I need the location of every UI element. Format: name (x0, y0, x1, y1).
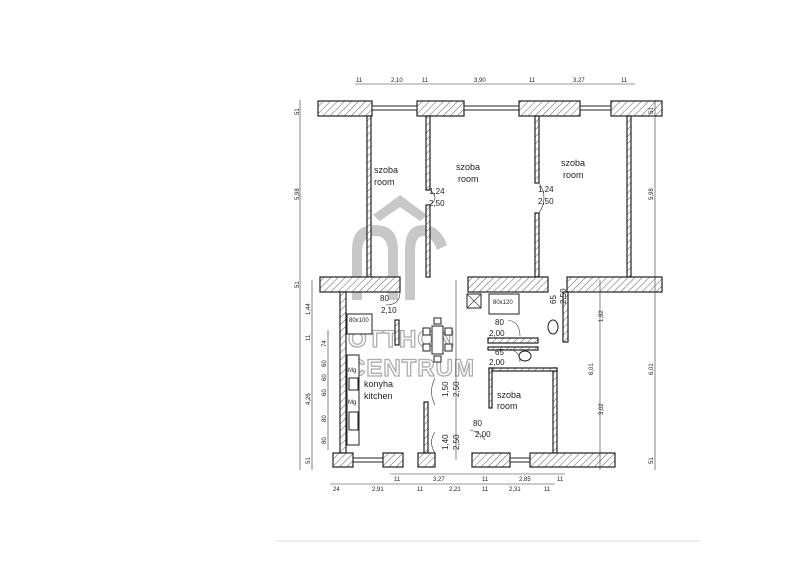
dimension-label: 2,00 (489, 358, 505, 367)
dimension-label: 60 (322, 360, 328, 367)
dimension-label: 11 (529, 78, 536, 84)
room-name-en: room (563, 170, 584, 180)
dimension-lines (299, 83, 656, 485)
door-dimensions: 1,242,50 1,242,50 802,10 802,00 652,00 8… (380, 185, 568, 450)
shower-tray (346, 313, 373, 335)
dimension-label: 2,85 (519, 477, 531, 483)
dimension-label: 11 (306, 334, 312, 341)
room-name-en: kitchen (364, 391, 393, 401)
shower-label: 80x100 (349, 318, 369, 324)
room-labels: szoba room szoba room szoba room konyha … (364, 158, 585, 411)
dimension-label: 5,98 (295, 188, 301, 200)
dimension-label: 3,02 (599, 403, 605, 415)
room-name: szoba (561, 158, 585, 168)
top-wall (317, 100, 663, 117)
room-name: szoba (456, 162, 480, 172)
middle-wall (319, 276, 663, 293)
dimension-label: 11 (482, 487, 489, 493)
dimension-label: 2,50 (429, 199, 445, 208)
toilet (547, 319, 559, 335)
dimension-label: 80 (473, 419, 482, 428)
dimension-label: 60 (322, 374, 328, 381)
dimension-label: 2,50 (538, 197, 554, 206)
dimension-label: 3,27 (573, 78, 585, 84)
dimension-label: 2,00 (489, 329, 505, 338)
dimension-label: 11 (621, 78, 628, 84)
dimension-label: 51 (306, 457, 312, 464)
room-name: szoba (374, 165, 398, 175)
dimension-label: 51 (649, 107, 655, 114)
dimension-label: 1,24 (538, 185, 554, 194)
mg-label-2: Mg (348, 400, 356, 406)
dimension-label: 2,50 (559, 288, 568, 304)
dimension-label: 80 (495, 318, 504, 327)
dimension-label: 65 (549, 295, 558, 304)
dimension-label: 2,31 (509, 487, 521, 493)
watermark-line2: CENTRUM (348, 355, 475, 382)
room-name-en: room (374, 177, 395, 187)
dimension-label: 11 (557, 477, 564, 483)
dimension-label: 4,26 (306, 393, 312, 405)
dimension-label: 3,27 (433, 477, 445, 483)
dimension-label: 1,40 (441, 434, 450, 450)
bath-label: 80x120 (493, 300, 513, 306)
dimension-label: 3,90 (474, 78, 486, 84)
dimension-label: 2,10 (381, 306, 397, 315)
dimension-label: 11 (356, 78, 363, 84)
dimension-label: 11 (544, 487, 551, 493)
dimension-label: 60 (322, 389, 328, 396)
dimension-label: 65 (495, 348, 504, 357)
dimension-label: 51 (295, 281, 301, 288)
mg-label-1: Mg (348, 368, 356, 374)
fixtures: 80x100 80x120 Mg Mg (346, 293, 559, 446)
dimension-label: 6,01 (649, 363, 655, 375)
dimension-label: 5,98 (649, 188, 655, 200)
dimension-label: 2,21 (449, 487, 461, 493)
dimension-label: 2,50 (452, 381, 461, 397)
dimension-label: 11 (417, 487, 424, 493)
dimension-label: 2,10 (391, 78, 403, 84)
dimension-label: 80 (322, 415, 328, 422)
dimension-labels: 11 2,10 11 3,90 11 3,27 11 11 3,27 11 2,… (295, 78, 655, 493)
bathtub (488, 293, 520, 315)
dimension-label: 1,24 (429, 187, 445, 196)
dimension-label: 24 (333, 487, 340, 493)
toilet-2 (518, 350, 532, 362)
dimension-label: 6,01 (589, 363, 595, 375)
dimension-label: 11 (394, 477, 401, 483)
dimension-label: 51 (649, 457, 655, 464)
room-name: konyha (364, 379, 393, 389)
dimension-label: 2,91 (372, 487, 384, 493)
dimension-label: 1,44 (306, 303, 312, 315)
dimension-label: 80 (322, 437, 328, 444)
door-swings (385, 182, 545, 460)
dimension-label: 11 (422, 78, 429, 84)
dimension-label: 51 (295, 108, 301, 115)
dining-table (431, 325, 444, 355)
dimension-label: 2,00 (475, 430, 491, 439)
room-name: szoba (497, 390, 521, 400)
room-name-en: room (458, 174, 479, 184)
dimension-label: 1,50 (441, 381, 450, 397)
dimension-label: 80 (380, 294, 389, 303)
dimension-label: 11 (482, 477, 489, 483)
stove-icon (348, 377, 359, 391)
sink-icon (348, 411, 359, 431)
room-name-en: room (497, 401, 518, 411)
dimension-label: 74 (322, 340, 328, 347)
dimension-label: 1,92 (599, 310, 605, 322)
lower-walls (332, 291, 616, 468)
dimension-label: 2,50 (452, 434, 461, 450)
